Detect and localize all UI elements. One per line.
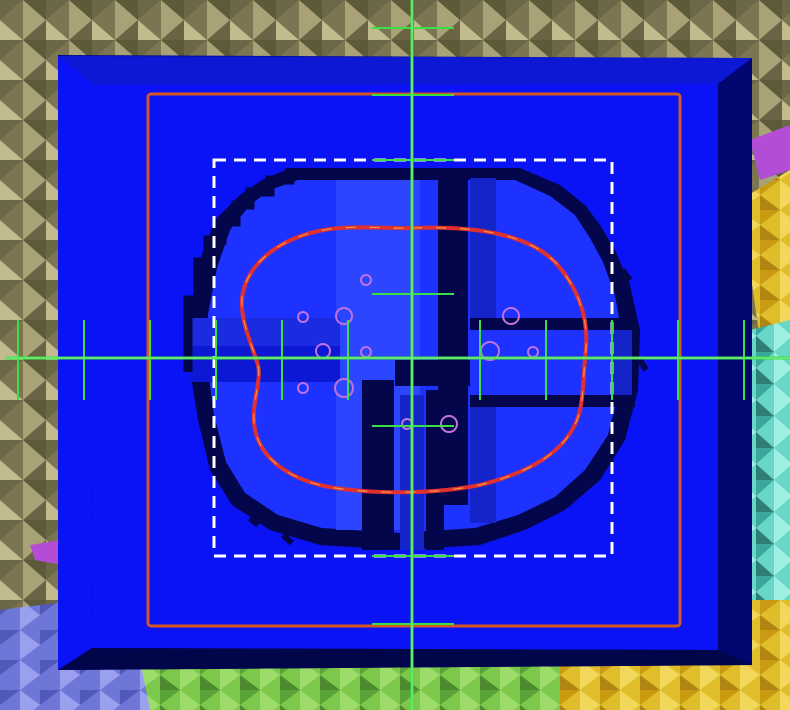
- box-left-bevel: [58, 56, 95, 670]
- crosshair-ticks: [17, 27, 745, 625]
- marker-circle: [440, 415, 458, 433]
- marker-circle: [360, 274, 372, 286]
- marker-circle: [334, 378, 354, 398]
- yellow-mesh-right: [740, 170, 790, 340]
- marker-circle: [297, 311, 309, 323]
- box-right-bevel: [718, 58, 752, 665]
- staircase-edge: [183, 168, 295, 372]
- marker-circle: [335, 307, 353, 325]
- box-top-bevel: [58, 56, 752, 85]
- box-bottom-bevel: [58, 648, 752, 670]
- marker-circle: [502, 307, 520, 325]
- magenta-mesh-left: [30, 540, 62, 565]
- contour-highlight: [241, 226, 587, 493]
- magenta-mesh-right: [750, 125, 790, 180]
- diagonal-ticks: [248, 175, 649, 546]
- marker-circle: [297, 382, 309, 394]
- teal-mesh: [740, 320, 790, 600]
